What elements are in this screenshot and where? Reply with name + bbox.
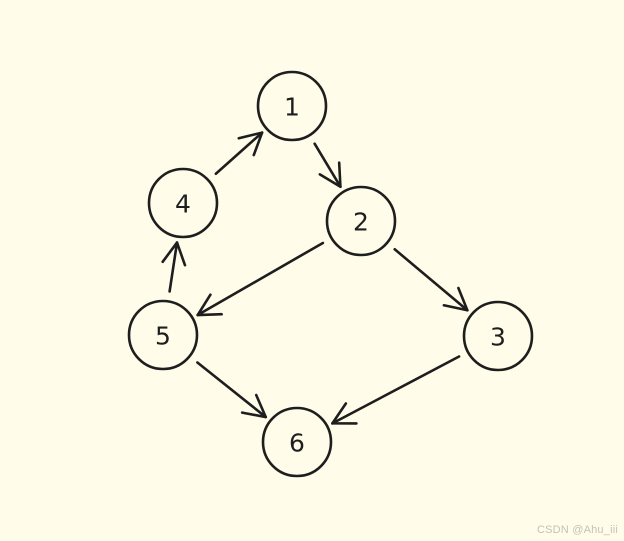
node-circle (325, 185, 397, 257)
arrowhead (196, 293, 223, 317)
watermark: CSDN @Ahu_iii (536, 524, 618, 536)
node-label: 6 (289, 429, 305, 458)
node-circle (127, 299, 199, 371)
node-1: 1 (256, 70, 328, 142)
edge-2-to-5 (196, 241, 325, 317)
edge-line (393, 247, 469, 312)
node-label: 2 (353, 208, 369, 237)
edge-2-to-3 (393, 247, 469, 312)
node-circle (261, 406, 333, 478)
node-2: 2 (325, 185, 397, 257)
edge-line (168, 241, 179, 293)
edge-line (196, 241, 325, 317)
edge-5-to-4 (161, 241, 187, 293)
node-circle (462, 300, 534, 372)
edge-3-to-6 (331, 355, 461, 425)
node-circle (256, 70, 328, 142)
edge-line (214, 131, 264, 176)
node-label: 5 (155, 322, 171, 351)
edge-line (196, 361, 268, 419)
edge-line (313, 142, 342, 189)
node-6: 6 (261, 406, 333, 478)
arrowhead (442, 286, 469, 312)
nodes-layer: 1 2 3 4 5 6 (127, 70, 534, 478)
arrowhead (331, 402, 358, 425)
arrowhead (318, 161, 342, 188)
edge-1-to-2 (313, 142, 342, 189)
edge-5-to-6 (196, 361, 268, 419)
edges-layer (161, 131, 469, 425)
node-4: 4 (147, 167, 219, 239)
arrowhead (161, 241, 187, 267)
node-label: 4 (175, 190, 191, 219)
arrowhead (237, 131, 264, 157)
arrowhead (240, 393, 268, 419)
node-circle (147, 167, 219, 239)
node-5: 5 (127, 299, 199, 371)
node-label: 3 (490, 323, 506, 352)
node-label: 1 (284, 93, 300, 122)
node-3: 3 (462, 300, 534, 372)
edge-line (331, 355, 461, 425)
edge-4-to-1 (214, 131, 264, 176)
